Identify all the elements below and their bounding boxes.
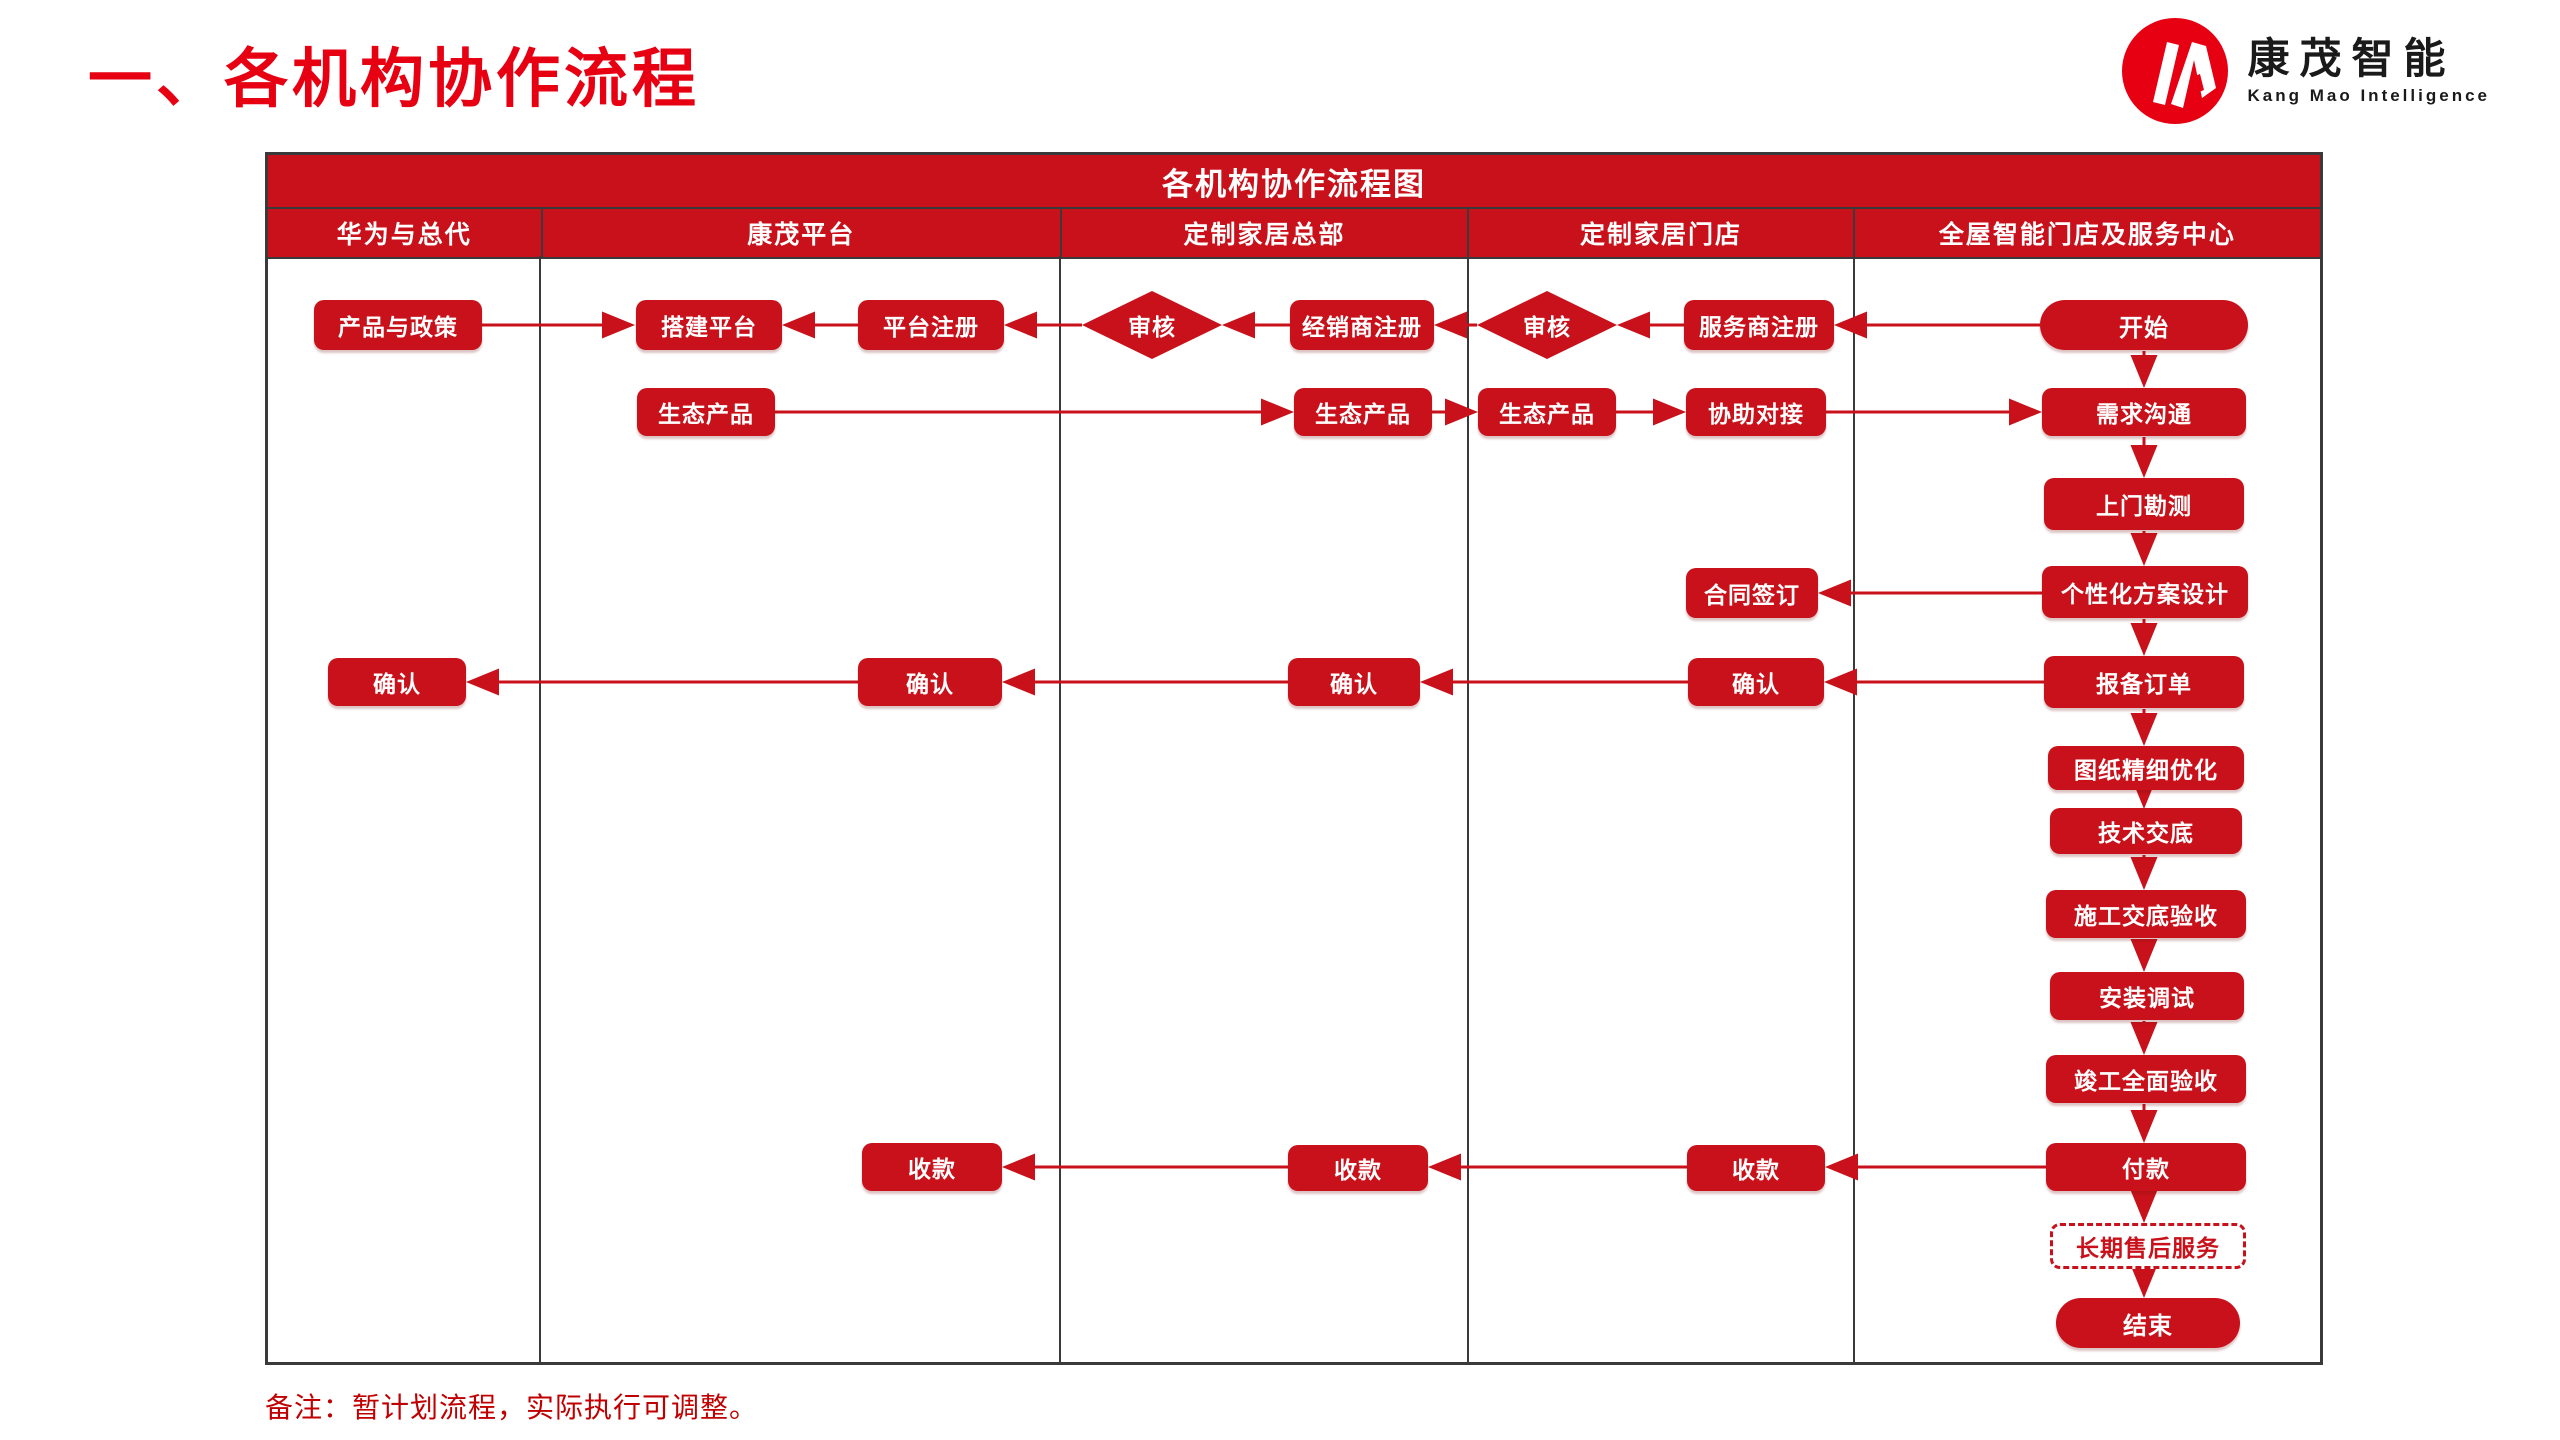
table-header-row: 华为与总代 康茂平台 定制家居总部 定制家居门店 全屋智能门店及服务中心 xyxy=(268,209,2320,259)
node-end: 结束 xyxy=(2056,1298,2240,1348)
node-confirm-hq: 确认 xyxy=(1288,658,1420,706)
column-divider xyxy=(539,256,541,1363)
node-tech-disclosure: 技术交底 xyxy=(2050,808,2242,854)
column-header-service: 全屋智能门店及服务中心 xyxy=(1854,209,2320,257)
node-platform-register: 平台注册 xyxy=(858,300,1004,350)
node-install-debug: 安装调试 xyxy=(2050,972,2244,1020)
node-contract-sign: 合同签订 xyxy=(1686,568,1818,618)
node-eco-product-platform: 生态产品 xyxy=(637,388,775,436)
logo-name-en: Kang Mao Intelligence xyxy=(2247,86,2490,106)
node-demand-communication: 需求沟通 xyxy=(2042,388,2246,436)
node-service-register: 服务商注册 xyxy=(1684,300,1834,350)
column-header-kangmao: 康茂平台 xyxy=(542,209,1062,257)
logo-name-cn: 康茂智能 xyxy=(2247,34,2456,82)
node-aftersales-service: 长期售后服务 xyxy=(2050,1223,2246,1269)
node-confirm-huawei: 确认 xyxy=(328,658,466,706)
column-header-store: 定制家居门店 xyxy=(1469,209,1855,257)
node-product-policy: 产品与政策 xyxy=(314,300,482,350)
column-divider xyxy=(1853,256,1855,1363)
node-collect-hq: 收款 xyxy=(1288,1145,1428,1191)
node-payment: 付款 xyxy=(2046,1143,2246,1191)
node-completion-check: 竣工全面验收 xyxy=(2046,1055,2246,1103)
node-site-survey: 上门勘测 xyxy=(2044,478,2244,530)
node-drawing-optimization: 图纸精细优化 xyxy=(2048,746,2244,790)
node-review-hq: 审核 xyxy=(1082,291,1222,359)
node-eco-product-hq: 生态产品 xyxy=(1294,388,1432,436)
node-build-platform: 搭建平台 xyxy=(636,300,782,350)
node-confirm-platform: 确认 xyxy=(858,658,1002,706)
kangmao-logo-icon xyxy=(2121,18,2228,124)
node-assist-connect: 协助对接 xyxy=(1686,388,1826,436)
column-divider xyxy=(1059,256,1061,1363)
node-custom-design: 个性化方案设计 xyxy=(2042,566,2248,618)
logo: 康茂智能 Kang Mao Intelligence xyxy=(2120,16,2490,126)
node-report-order: 报备订单 xyxy=(2044,656,2244,708)
node-collect-store: 收款 xyxy=(1687,1145,1825,1191)
logo-text: 康茂智能 Kang Mao Intelligence xyxy=(2247,34,2490,106)
table-title: 各机构协作流程图 xyxy=(268,155,2320,209)
node-construction-check: 施工交底验收 xyxy=(2046,890,2246,938)
node-collect-platform: 收款 xyxy=(862,1143,1002,1191)
node-dealer-register: 经销商注册 xyxy=(1290,300,1434,350)
node-start: 开始 xyxy=(2040,300,2248,350)
node-confirm-store: 确认 xyxy=(1688,658,1824,706)
node-eco-product-store: 生态产品 xyxy=(1478,388,1616,436)
node-review-store: 审核 xyxy=(1477,291,1617,359)
column-header-huawei: 华为与总代 xyxy=(268,209,543,257)
column-divider xyxy=(1467,256,1469,1363)
footnote: 备注：暂计划流程，实际执行可调整。 xyxy=(265,1392,759,1423)
page-title: 一、各机构协作流程 xyxy=(88,43,700,115)
column-header-hq: 定制家居总部 xyxy=(1061,209,1470,257)
